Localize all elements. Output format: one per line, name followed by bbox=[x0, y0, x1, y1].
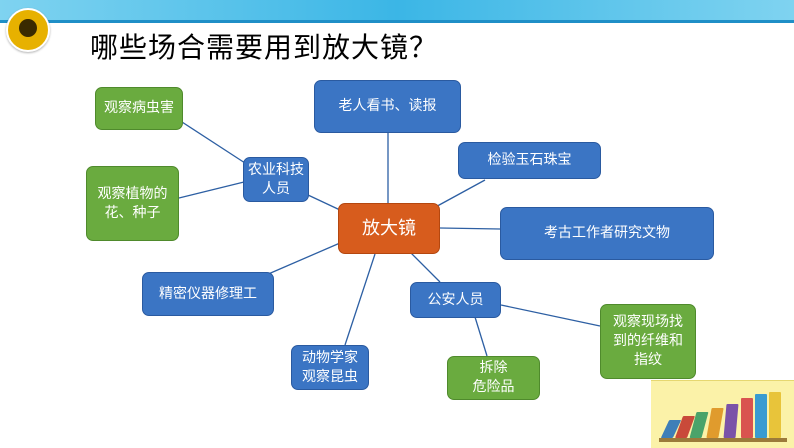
node-jade-inspection: 检验玉石珠宝 bbox=[458, 142, 601, 179]
connector-agriculture-pests bbox=[182, 122, 245, 163]
connector-center-police bbox=[410, 252, 440, 282]
connector-center-zoologist bbox=[345, 254, 375, 345]
node-plant-observation: 观察植物的 花、种子 bbox=[86, 166, 179, 241]
connector-center-agriculture bbox=[308, 195, 340, 210]
connector-center-archaeology bbox=[440, 228, 500, 229]
node-instrument-repairer: 精密仪器修理工 bbox=[142, 272, 274, 316]
node-archaeologist: 考古工作者研究文物 bbox=[500, 207, 714, 260]
connector-police-hazard bbox=[475, 317, 487, 356]
node-agricultural-technician: 农业科技 人员 bbox=[243, 157, 309, 202]
connector-center-instrument bbox=[266, 243, 340, 275]
node-police: 公安人员 bbox=[410, 282, 501, 318]
connector-agriculture-plants bbox=[179, 182, 244, 198]
node-pest-observation: 观察病虫害 bbox=[95, 87, 183, 130]
node-crime-scene-observation: 观察现场找 到的纤维和 指纹 bbox=[600, 304, 696, 379]
node-hazard-removal: 拆除 危险品 bbox=[447, 356, 540, 400]
node-elderly-reading: 老人看书、读报 bbox=[314, 80, 461, 133]
node-magnifier-center: 放大镜 bbox=[338, 203, 440, 254]
connector-police-crime-scene bbox=[501, 305, 600, 326]
books-stack-icon bbox=[651, 380, 794, 448]
node-zoologist: 动物学家 观察昆虫 bbox=[291, 345, 369, 390]
